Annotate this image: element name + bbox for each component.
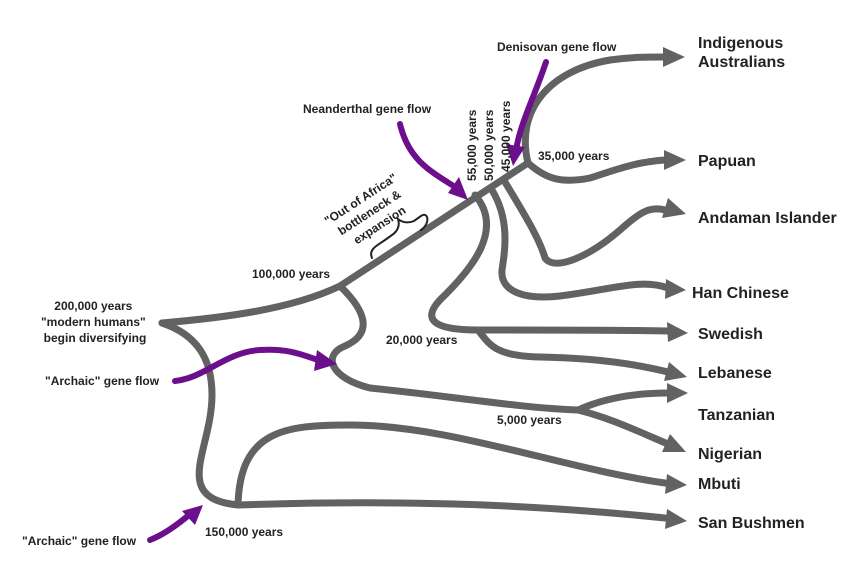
neanderthal-flow-arrow (397, 121, 455, 188)
label-20k-years: 20,000 years (386, 333, 458, 347)
archaic-upper-flow-arrowhead (314, 350, 337, 371)
branch-arrowheads (662, 47, 688, 529)
gene-flow-arrows (147, 59, 549, 543)
branch-papuan (524, 156, 669, 184)
label-andaman-islander: Andaman Islander (698, 210, 837, 227)
arrowhead-papuan (664, 150, 686, 170)
arrowhead-indigenous-australians (663, 47, 685, 67)
branch-lebanese (474, 326, 672, 376)
arrowhead-swedish (667, 322, 688, 342)
label-indigenous-australians: Indigenous Australians (698, 35, 788, 71)
gene-flow-labels: Denisovan gene flow Neanderthal gene flo… (22, 40, 617, 548)
label-han-chinese: Han Chinese (692, 285, 789, 302)
branch-nigerian (574, 406, 672, 448)
population-labels: Indigenous Australians Papuan Andaman Is… (692, 35, 837, 532)
denisovan-flow-arrow (514, 59, 549, 148)
branch-andaman (501, 178, 669, 267)
denisovan-flow-arrowhead (506, 144, 525, 166)
branch-san-bushmen (234, 499, 669, 522)
label-swedish: Swedish (698, 326, 763, 343)
arrowhead-andaman (662, 198, 686, 218)
arrowhead-han-chinese (665, 279, 686, 299)
branch-mbuti (234, 421, 669, 509)
branch-han-chinese (488, 186, 672, 301)
label-100k-years: 100,000 years (252, 267, 330, 281)
label-root-timepoint: 200,000 years "modern humans" begin dive… (41, 299, 149, 345)
label-mbuti: Mbuti (698, 476, 741, 493)
label-tanzanian: Tanzanian (698, 407, 775, 424)
branch-indigenous-australians (521, 53, 669, 167)
time-labels: 200,000 years "modern humans" begin dive… (41, 100, 610, 539)
tree-branches (158, 53, 672, 522)
arrowhead-lebanese (664, 362, 687, 381)
label-archaic-gene-flow-lower: "Archaic" gene flow (22, 534, 137, 548)
branch-root-to-out-of-africa (158, 159, 532, 327)
label-50k-years: 50,000 years (482, 109, 496, 181)
label-neanderthal-gene-flow: Neanderthal gene flow (303, 102, 432, 116)
arrowhead-mbuti (665, 474, 687, 494)
label-150k-years: 150,000 years (205, 525, 283, 539)
branch-swedish (474, 326, 672, 335)
label-archaic-gene-flow-upper: "Archaic" gene flow (45, 374, 160, 388)
branch-root-to-san-split (158, 319, 242, 509)
archaic-lower-flow-arrow (147, 512, 192, 543)
label-35k-years: 35,000 years (538, 149, 610, 163)
label-lebanese: Lebanese (698, 365, 772, 382)
bottleneck-brace (370, 213, 429, 259)
label-san-bushmen: San Bushmen (698, 515, 805, 532)
branch-tanzanian (574, 389, 672, 414)
label-papuan: Papuan (698, 153, 756, 170)
label-denisovan-gene-flow: Denisovan gene flow (497, 40, 617, 54)
label-nigerian: Nigerian (698, 446, 762, 463)
branch-west-eurasian (428, 191, 490, 334)
label-55k-years: 55,000 years (465, 109, 479, 181)
label-45k-years: 45,000 years (499, 100, 513, 172)
arrowhead-san-bushmen (665, 509, 687, 529)
neanderthal-flow-arrowhead (448, 177, 468, 200)
archaic-upper-flow-arrow (172, 346, 321, 384)
archaic-lower-flow-arrowhead (182, 505, 203, 525)
label-5k-years: 5,000 years (497, 413, 562, 427)
arrowhead-tanzanian (667, 383, 688, 403)
arrowhead-nigerian (662, 434, 686, 452)
branch-africa-split (328, 282, 582, 414)
